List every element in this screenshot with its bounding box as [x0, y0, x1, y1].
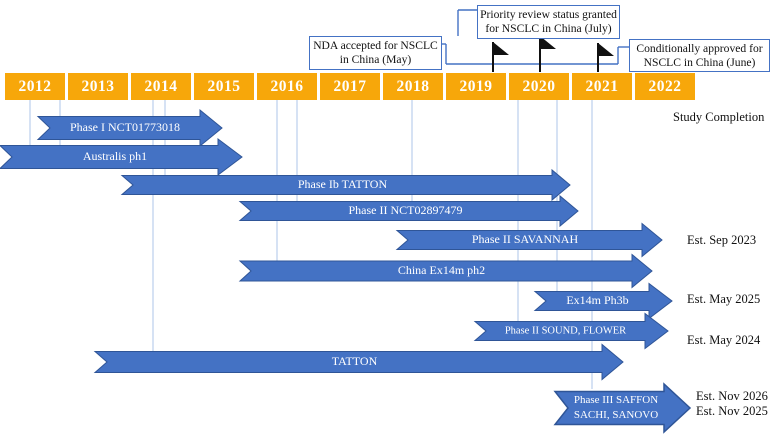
gantt-bar-label: Phase II NCT02897479	[349, 203, 463, 217]
gantt-bar	[238, 253, 653, 289]
gantt-bar-label: Phase II SOUND, FLOWER	[505, 325, 626, 336]
year-cell: 2015	[194, 73, 254, 100]
gantt-bar-label: TATTON	[332, 354, 378, 368]
year-cell: 2020	[509, 73, 569, 100]
gantt-bar	[238, 194, 579, 228]
year-cell: 2018	[383, 73, 443, 100]
year-cell: 2012	[5, 73, 65, 100]
gantt-bar-label: Ex14m Ph3b	[566, 293, 628, 307]
gantt-bar-label: China Ex14m ph2	[398, 263, 485, 277]
event-callout-text: Conditionally approved for	[636, 41, 763, 55]
completion-date-label: Est. Sep 2023	[687, 233, 757, 247]
gantt-bar-label: Phase III SAFFON	[574, 394, 658, 406]
gantt-bar	[93, 343, 624, 381]
completion-date-label: Est. Nov 2026	[696, 389, 768, 403]
event-callout-text: Priority review status granted	[480, 8, 617, 21]
milestone-flag-icon	[540, 36, 556, 49]
year-cell: 2013	[68, 73, 128, 100]
gantt-bar	[473, 312, 669, 350]
completion-date-label: Est. May 2024	[687, 333, 761, 347]
gantt-bar-label: Phase Ib TATTON	[298, 177, 388, 191]
event-callout-text: for NSCLC in China (July)	[485, 22, 612, 35]
event-callout-text: NDA accepted for NSCLC	[313, 39, 438, 52]
milestone-flag-icon	[598, 43, 614, 56]
event-callout-text: NSCLC in China (June)	[643, 55, 756, 69]
completion-date-label: Est. May 2025	[687, 292, 761, 306]
milestone-flag-icon	[493, 42, 509, 55]
completion-date-label: Est. Nov 2025	[696, 404, 768, 418]
year-cell: 2014	[131, 73, 191, 100]
year-cell: 2017	[320, 73, 380, 100]
event-callout-text: in China (May)	[339, 53, 412, 66]
study-completion-header: Study Completion	[673, 110, 765, 124]
gantt-bar	[553, 382, 692, 434]
year-cell: 2021	[572, 73, 632, 100]
gantt-bar	[395, 222, 663, 258]
gantt-bar-label: Phase I NCT01773018	[70, 120, 180, 134]
gantt-bar	[120, 168, 571, 202]
year-cell: 2022	[635, 73, 695, 100]
year-cell: 2016	[257, 73, 317, 100]
gantt-bar-label: Australis ph1	[83, 149, 147, 163]
gantt-bar-label: Phase II SAVANNAH	[472, 232, 579, 246]
year-cell: 2019	[446, 73, 506, 100]
gantt-bar-label: SACHI, SANOVO	[574, 409, 658, 421]
